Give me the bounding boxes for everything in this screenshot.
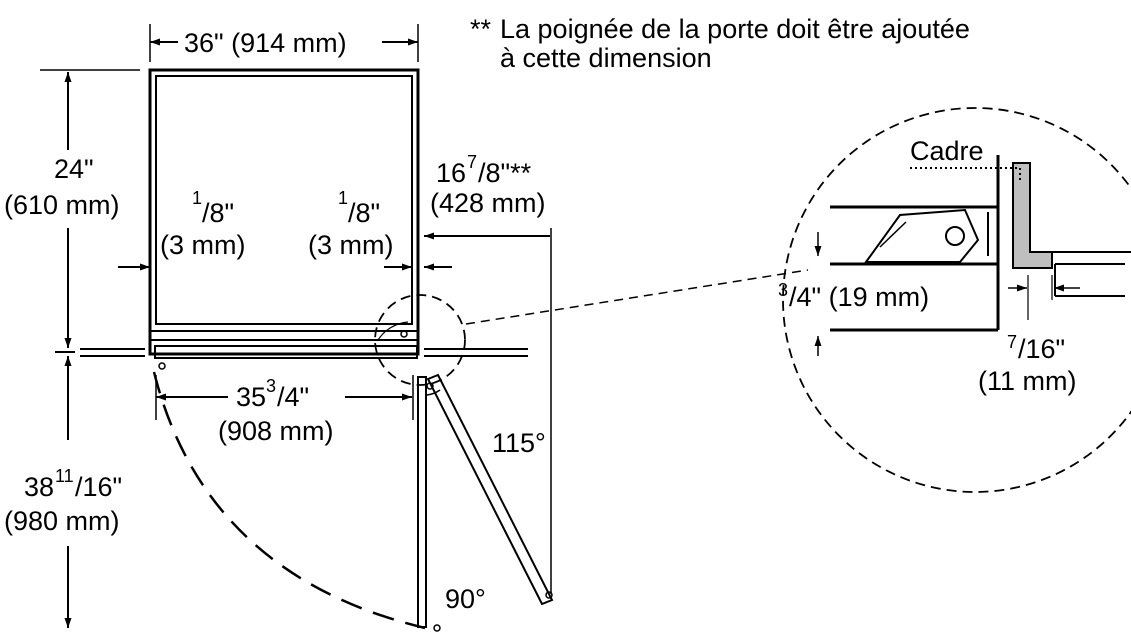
- hinge-detail-view: Cadre 3 /4" (19 mm) 7 /16" (11 mm): [778, 107, 1131, 493]
- inner-width-dimension: 35 3 /4" (908 mm): [156, 376, 412, 446]
- gap-left-mm-label: (3 mm): [160, 230, 245, 260]
- door-open-115: [426, 373, 554, 606]
- appliance-body: [148, 68, 420, 370]
- angle-115-label: 115°: [492, 428, 546, 458]
- clearance-mm-label: (980 mm): [4, 506, 120, 536]
- gap-right-numerator: 1: [338, 188, 348, 208]
- door-swing-arc: [152, 371, 426, 630]
- frame-label: Cadre: [910, 136, 984, 166]
- door-ext-sup: 7: [467, 152, 477, 172]
- width-dimension: 36" (914 mm): [150, 28, 418, 58]
- gap-right-dimension: 1 /8" (3 mm): [308, 188, 452, 271]
- gap-left-dimension: 1 /8" (3 mm): [118, 188, 245, 271]
- gap-right-mm-label: (3 mm): [308, 230, 393, 260]
- gap-left-fraction: /8": [202, 198, 234, 228]
- inner-width-mm-label: (908 mm): [218, 416, 334, 446]
- depth-inches-label: 24": [54, 154, 94, 184]
- inner-width-sup: 3: [266, 376, 276, 396]
- offset-sup: 7: [1007, 332, 1017, 352]
- door-ext-fraction: /8"**: [478, 158, 532, 188]
- thickness-sup: 3: [778, 280, 788, 300]
- angle-90-label: 90°: [445, 584, 486, 614]
- hinge-zoom-circle: [374, 294, 466, 386]
- gap-right-fraction: /8": [348, 198, 380, 228]
- note-line-1: La poignée de la porte doit être ajoutée: [500, 14, 970, 44]
- door-ext-whole: 16: [436, 158, 466, 188]
- zoom-leader-line: [465, 269, 809, 325]
- inner-width-whole: 35: [236, 382, 266, 412]
- offset-mm-label: (11 mm): [978, 366, 1077, 396]
- thickness-label: /4" (19 mm): [789, 282, 929, 312]
- door-extension-dimension: 16 7 /8"** (428 mm): [424, 152, 552, 594]
- inner-width-fraction: /4": [277, 382, 309, 412]
- offset-fraction: /16": [1018, 334, 1065, 364]
- detail-circle: [782, 107, 1131, 493]
- door-open-90: [417, 376, 441, 632]
- note-marker: **: [470, 14, 492, 44]
- note-line-2: à cette dimension: [500, 43, 712, 73]
- hinge-swing-mini: [377, 321, 409, 341]
- gap-left-numerator: 1: [192, 188, 202, 208]
- clearance-whole: 38: [24, 472, 54, 502]
- depth-dimension: 24" (610 mm): [4, 72, 120, 348]
- clearance-dimension: 38 11 /16" (980 mm): [4, 356, 122, 628]
- depth-mm-label: (610 mm): [4, 190, 120, 220]
- clearance-sup: 11: [55, 466, 74, 486]
- counter-lines: [55, 348, 528, 357]
- clearance-fraction: /16": [75, 472, 122, 502]
- door-ext-mm-label: (428 mm): [430, 188, 546, 218]
- width-label: 36" (914 mm): [184, 28, 347, 58]
